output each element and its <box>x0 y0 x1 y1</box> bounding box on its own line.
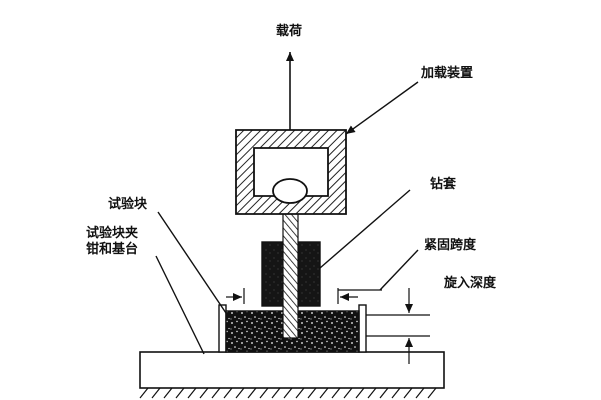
threaded-rod <box>282 197 299 339</box>
leader-loading-device <box>345 81 419 135</box>
leader-test-block <box>157 211 229 317</box>
label-test-block: 试验块 <box>108 197 148 212</box>
label-drill-sleeve: 钻套 <box>430 177 457 192</box>
label-clamp-line1: 试验块夹 <box>86 226 139 241</box>
leader-clamp-base <box>155 255 205 355</box>
fixture-right-wall <box>358 304 367 353</box>
label-clamping-span: 紧固跨度 <box>424 238 477 253</box>
leader-clamping-span <box>379 249 419 291</box>
rod-head <box>272 178 308 204</box>
label-screw-depth: 旋入深度 <box>444 276 497 291</box>
leader-drill-sleeve <box>319 189 411 269</box>
clamping-span-dimension <box>226 288 382 304</box>
label-clamp-line2: 钳和基台 <box>86 242 139 257</box>
label-load: 载荷 <box>276 24 303 39</box>
screw-depth-dimension <box>366 288 430 364</box>
label-loading-device: 加载装置 <box>421 66 474 81</box>
ground-hatch <box>139 387 444 399</box>
base-platform <box>139 351 445 389</box>
